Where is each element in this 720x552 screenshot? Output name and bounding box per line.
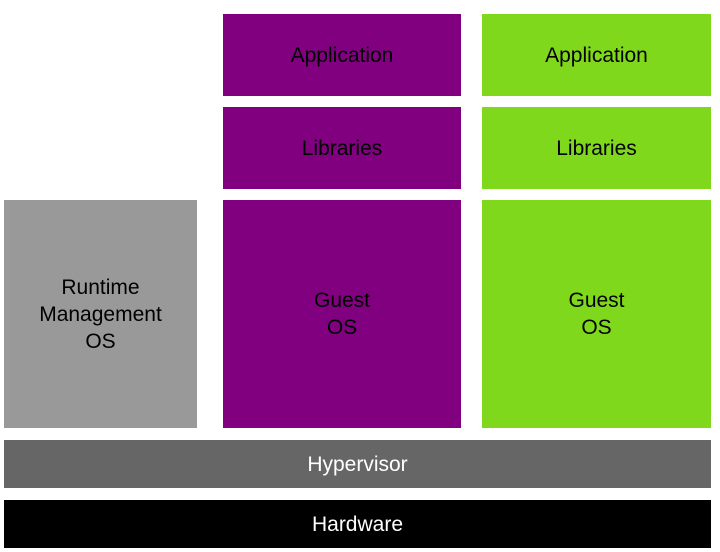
vm2-libraries-block: Libraries <box>482 107 711 189</box>
hypervisor-layer: Hypervisor <box>4 440 711 488</box>
runtime-management-os-block: Runtime Management OS <box>4 200 197 428</box>
hardware-layer: Hardware <box>4 500 711 548</box>
vm2-application-block: Application <box>482 14 711 96</box>
vm1-application-block: Application <box>223 14 461 96</box>
vm2-guest-os-block: Guest OS <box>482 200 711 428</box>
vm1-libraries-block: Libraries <box>223 107 461 189</box>
vm1-guest-os-block: Guest OS <box>223 200 461 428</box>
